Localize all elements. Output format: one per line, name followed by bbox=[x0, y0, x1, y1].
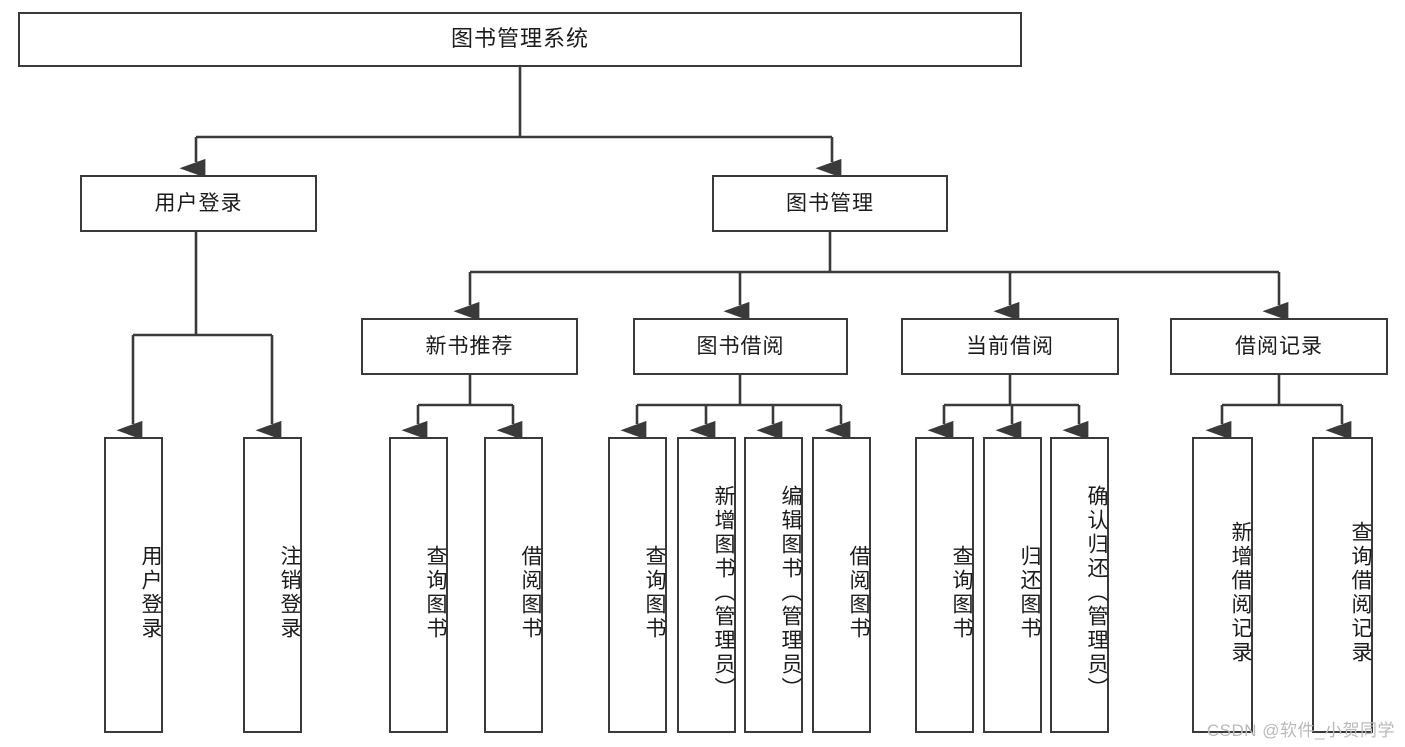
node-label: 图书管理 bbox=[786, 191, 874, 215]
leaf-query-book-borrow[interactable]: 查询图书 bbox=[608, 437, 667, 733]
leaf-user-login[interactable]: 用户登录 bbox=[104, 437, 163, 733]
node-label: 用户登录 bbox=[154, 191, 243, 215]
leaf-borrow-book[interactable]: 借阅图书 bbox=[812, 437, 871, 733]
node-label: 图书管理系统 bbox=[450, 26, 589, 52]
node-label: 当前借阅 bbox=[966, 334, 1054, 358]
leaf-add-borrow-record[interactable]: 新增借阅记录 bbox=[1192, 437, 1253, 733]
node-label: 查询图书 bbox=[950, 545, 973, 641]
node-label: 查询图书 bbox=[424, 545, 447, 641]
node-label: 查询图书 bbox=[643, 545, 666, 641]
csdn-watermark: CSDN @软件_小贺同学 bbox=[1206, 721, 1395, 740]
node-current-borrow[interactable]: 当前借阅 bbox=[901, 318, 1119, 375]
node-label: 归还图书 bbox=[1018, 545, 1041, 641]
leaf-confirm-return-admin[interactable]: 确认归还（管理员） bbox=[1050, 437, 1109, 733]
node-label: 用户登录 bbox=[139, 545, 162, 641]
node-book-borrow[interactable]: 图书借阅 bbox=[633, 318, 848, 375]
node-label: 图书借阅 bbox=[696, 334, 785, 358]
node-borrow-record[interactable]: 借阅记录 bbox=[1170, 318, 1388, 375]
node-new-book-recommend[interactable]: 新书推荐 bbox=[361, 318, 578, 375]
leaf-query-book-recommend[interactable]: 查询图书 bbox=[389, 437, 448, 733]
node-label: 查询借阅记录 bbox=[1349, 521, 1372, 665]
node-label: 新增借阅记录 bbox=[1229, 521, 1252, 665]
node-label: 新增图书（管理员） bbox=[712, 485, 735, 701]
leaf-add-book-admin[interactable]: 新增图书（管理员） bbox=[677, 437, 736, 733]
node-book-management[interactable]: 图书管理 bbox=[712, 175, 948, 232]
node-user-login[interactable]: 用户登录 bbox=[80, 175, 317, 232]
leaf-return-book[interactable]: 归还图书 bbox=[983, 437, 1042, 733]
node-label: 注销登录 bbox=[278, 545, 301, 641]
node-label: 新书推荐 bbox=[425, 334, 514, 358]
leaf-logout[interactable]: 注销登录 bbox=[243, 437, 302, 733]
node-root-book-management-system[interactable]: 图书管理系统 bbox=[18, 12, 1022, 67]
leaf-edit-book-admin[interactable]: 编辑图书（管理员） bbox=[744, 437, 803, 733]
node-label: 借阅图书 bbox=[847, 545, 870, 641]
leaf-borrow-book-recommend[interactable]: 借阅图书 bbox=[484, 437, 543, 733]
node-label: 借阅记录 bbox=[1235, 334, 1323, 358]
leaf-query-book-current[interactable]: 查询图书 bbox=[915, 437, 974, 733]
node-label: 编辑图书（管理员） bbox=[779, 485, 802, 701]
node-label: 确认归还（管理员） bbox=[1085, 485, 1108, 701]
node-label: 借阅图书 bbox=[519, 545, 542, 641]
leaf-query-borrow-record[interactable]: 查询借阅记录 bbox=[1312, 437, 1373, 733]
